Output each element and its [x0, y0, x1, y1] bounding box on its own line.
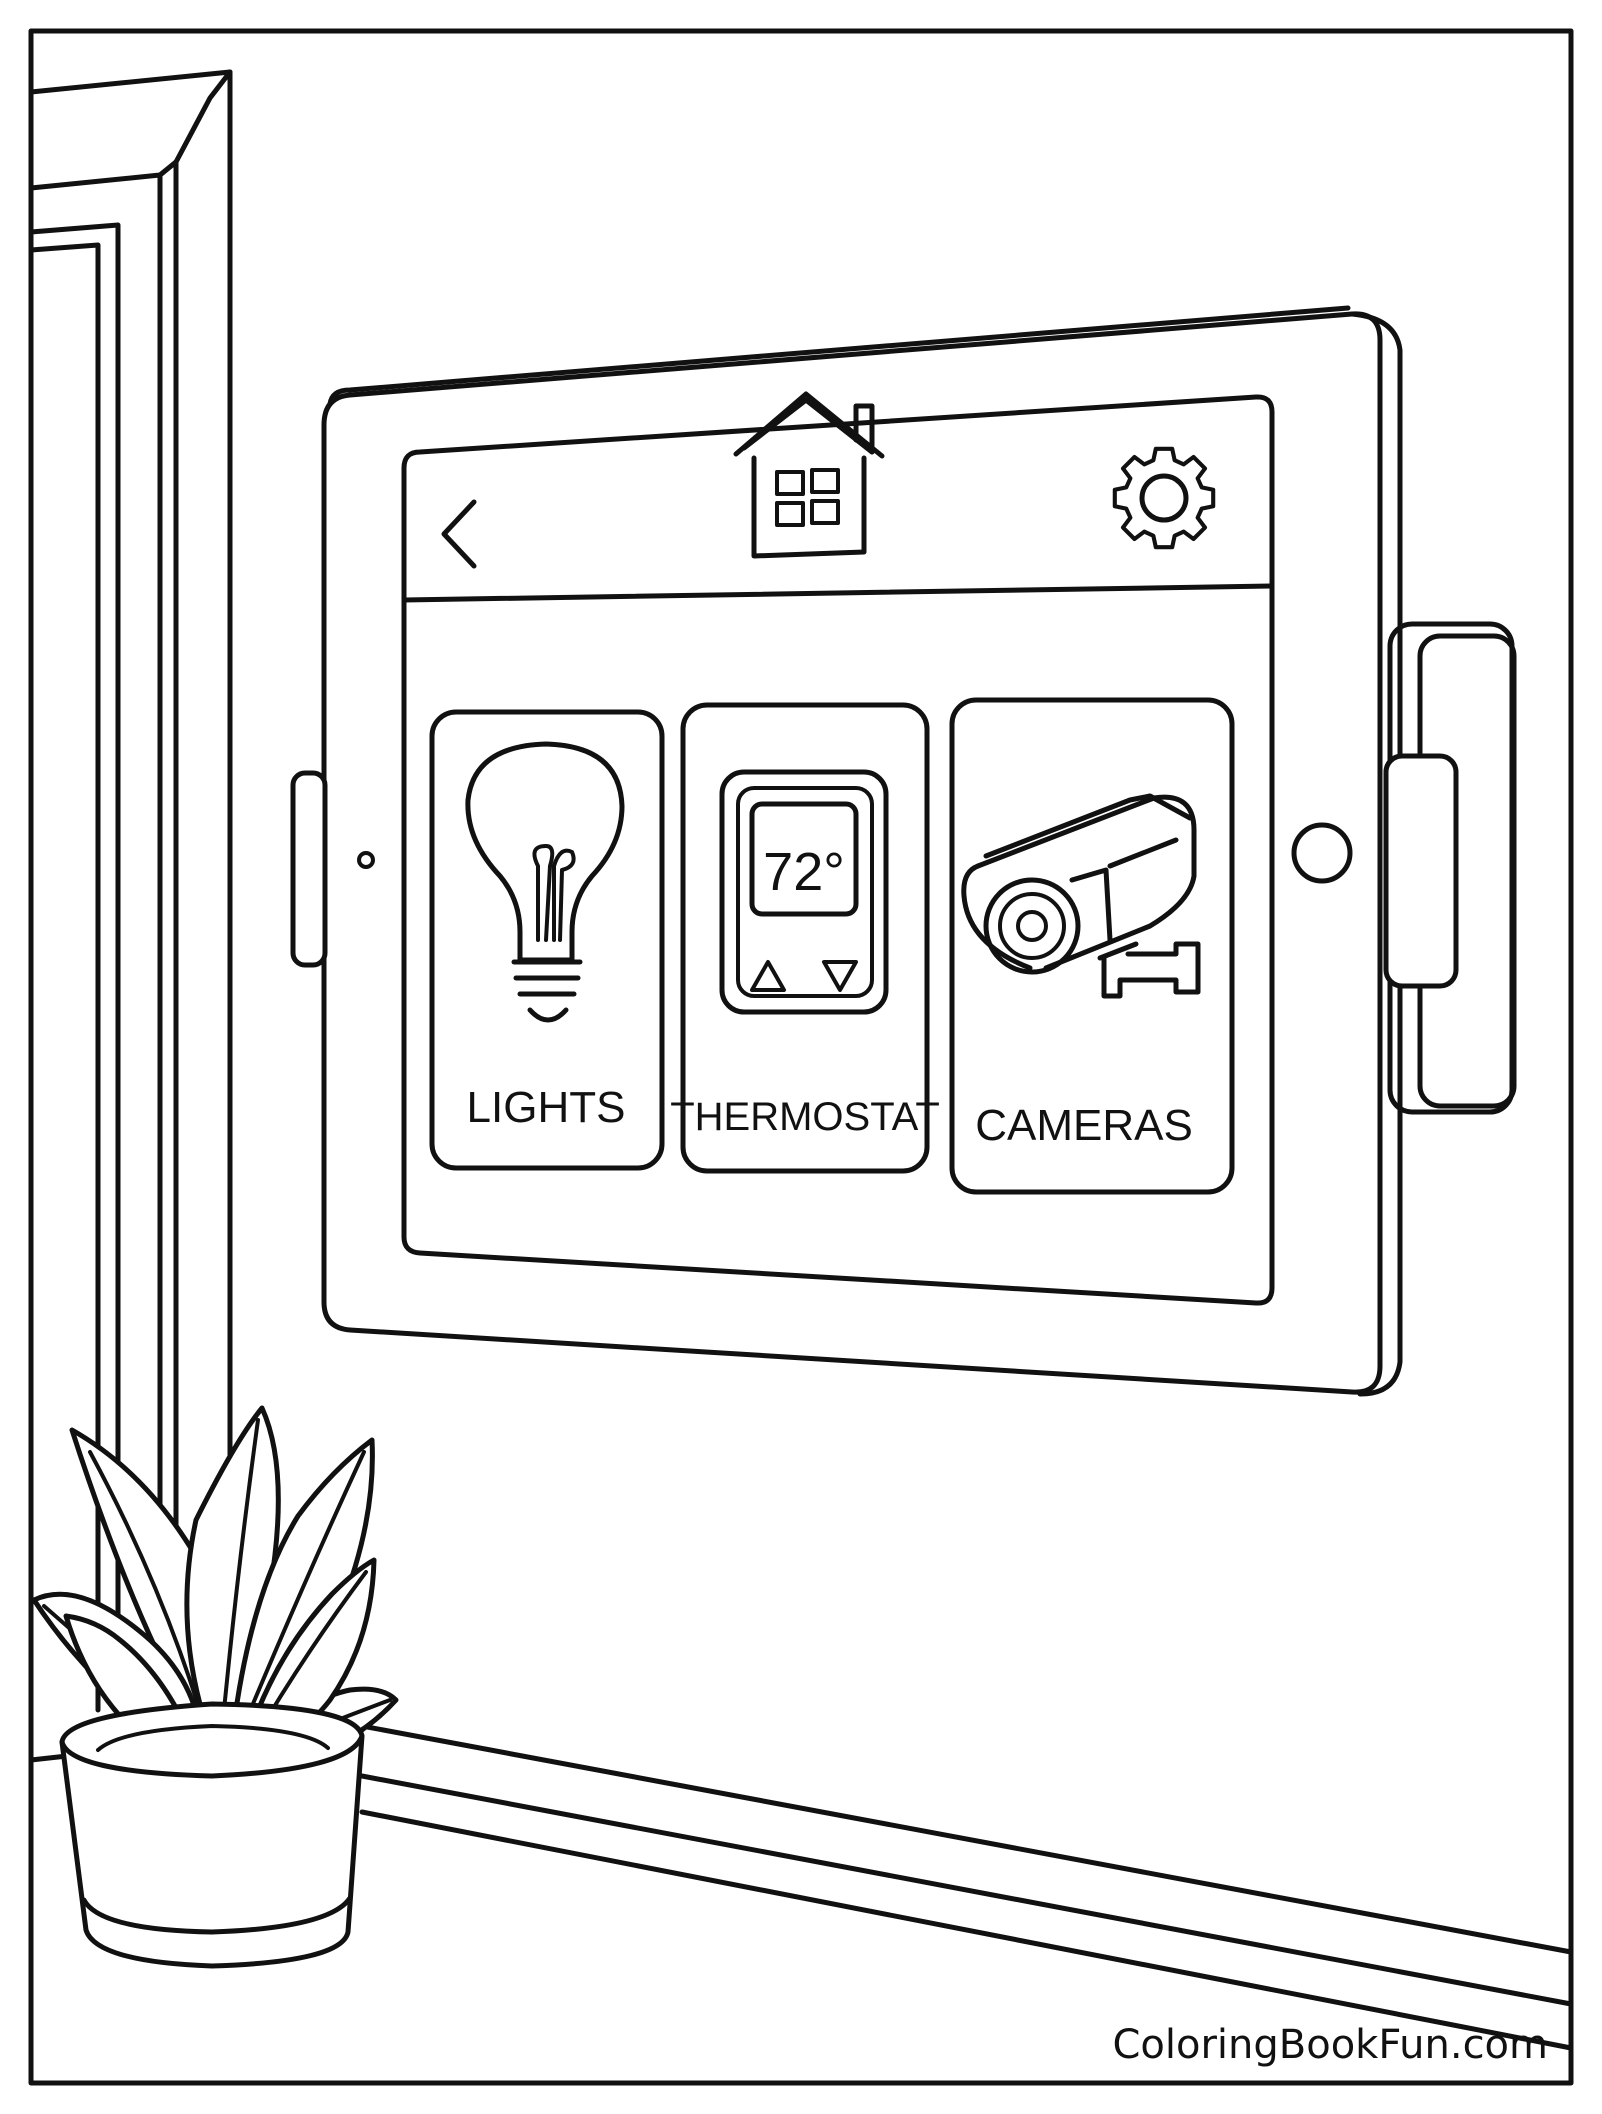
- potted-plant: [31, 1405, 399, 1969]
- left-clamp: [290, 770, 328, 968]
- light-bulb-icon: [465, 741, 625, 1023]
- tile-cameras[interactable]: CAMERAS: [949, 697, 1235, 1195]
- right-clamp: [1383, 753, 1459, 989]
- watermark: ColoringBookFun.com: [1112, 2022, 1548, 2068]
- screen-header: [441, 391, 1216, 569]
- security-camera-icon: [961, 793, 1201, 999]
- home-button[interactable]: [1291, 822, 1353, 884]
- temp-up-icon[interactable]: [750, 960, 786, 992]
- plant-pot: [59, 1701, 365, 1969]
- tile-thermostat[interactable]: 72° THERMOSTAT: [670, 702, 940, 1174]
- tile-lights-label: LIGHTS: [467, 1083, 626, 1132]
- thermostat-icon: 72°: [719, 769, 889, 1015]
- home-icon[interactable]: [733, 391, 885, 559]
- tile-lights[interactable]: LIGHTS: [429, 709, 665, 1171]
- tile-thermostat-label: THERMOSTAT: [670, 1095, 940, 1139]
- tile-cameras-label: CAMERAS: [975, 1101, 1193, 1150]
- gear-icon[interactable]: [1112, 446, 1216, 550]
- thermostat-reading: 72°: [763, 842, 845, 902]
- header-divider: [401, 583, 1275, 603]
- door-frame: [28, 69, 233, 1739]
- front-camera-dot: [357, 851, 375, 869]
- baseboard: [28, 1723, 1574, 2051]
- back-chevron-icon[interactable]: [441, 499, 477, 569]
- page-border: [28, 28, 1574, 2086]
- temp-down-icon[interactable]: [822, 960, 858, 992]
